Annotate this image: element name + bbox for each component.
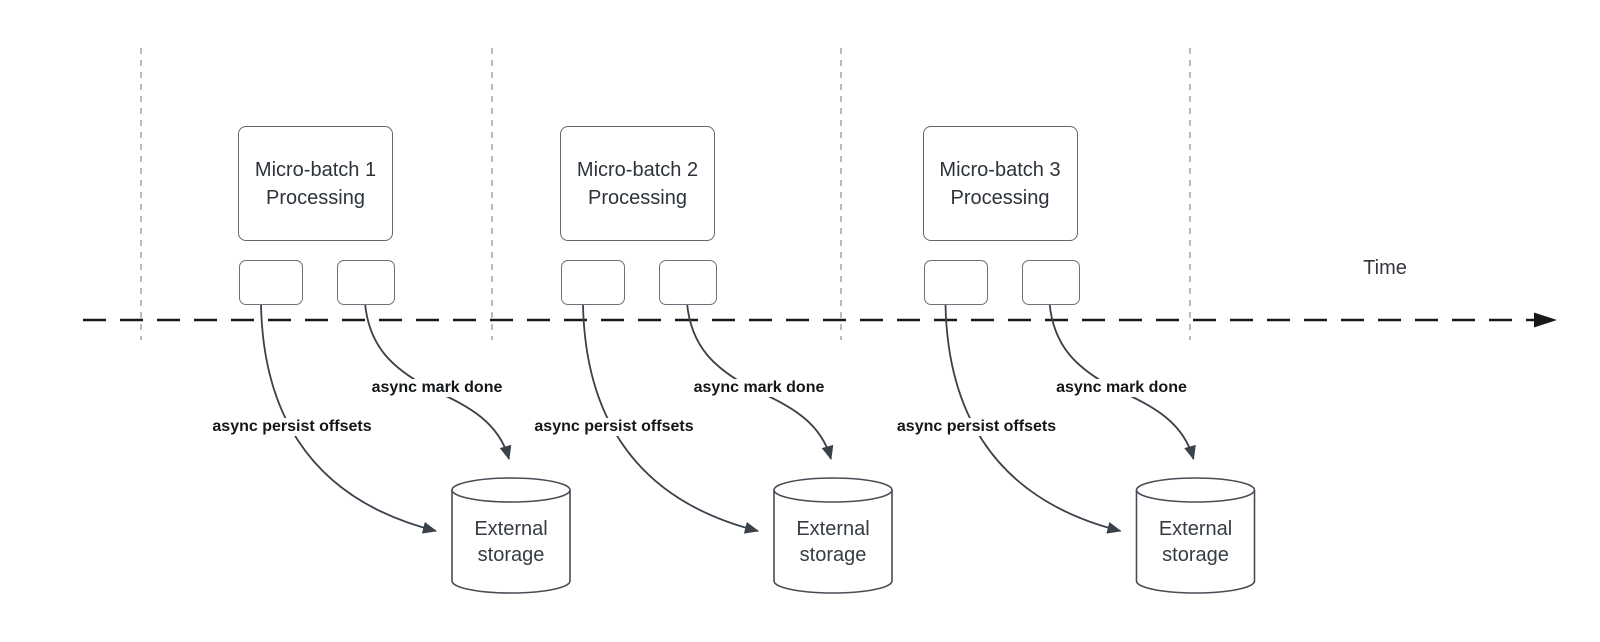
persist-offsets-label-1: async persist offsets	[209, 418, 375, 436]
external-storage-label-1: External storage	[474, 518, 548, 566]
cylinder-top-ellipse	[1135, 489, 1256, 503]
batch-2-task-box-right	[659, 260, 717, 305]
cylinder-top-ellipse	[773, 489, 893, 503]
persist-offsets-label-3: async persist offsets	[893, 418, 1060, 436]
batch-group-3-shapes	[944, 302, 1256, 594]
batch-1-task-box-right	[337, 260, 395, 305]
external-storage-cylinder	[451, 477, 571, 594]
mark-done-label-1: async mark done	[368, 379, 506, 397]
batch-3-task-box-right	[1021, 260, 1080, 305]
cylinder-top-ellipse	[451, 489, 571, 503]
micro-batch-2-processing-box: Micro-batch 2 Processing	[560, 126, 715, 241]
batch-3-task-box-left	[923, 260, 988, 305]
time-gridlines	[140, 48, 1191, 340]
external-storage-cylinder	[1135, 477, 1256, 594]
micro-batch-1-processing-box: Micro-batch 1 Processing	[238, 126, 393, 241]
external-storage-cylinder	[773, 477, 893, 594]
persist-offsets-arrow	[944, 304, 1122, 534]
external-storage-label-3: External storage	[1158, 518, 1233, 566]
batch-group-1-shapes	[260, 302, 571, 594]
mark-done-label-3: async mark done	[1053, 379, 1190, 397]
external-storage-label-2: External storage	[796, 518, 870, 566]
batch-2-task-box-left	[561, 260, 625, 305]
persist-offsets-arrow	[260, 304, 437, 534]
time-axis-label: Time	[1363, 257, 1407, 279]
persist-offsets-arrow	[582, 304, 759, 534]
mark-done-label-2: async mark done	[690, 379, 828, 397]
micro-batch-3-processing-box: Micro-batch 3 Processing	[922, 126, 1078, 241]
persist-offsets-label-2: async persist offsets	[531, 418, 697, 436]
batch-1-task-box-left	[239, 260, 303, 305]
batch-group-2-shapes	[582, 302, 893, 594]
